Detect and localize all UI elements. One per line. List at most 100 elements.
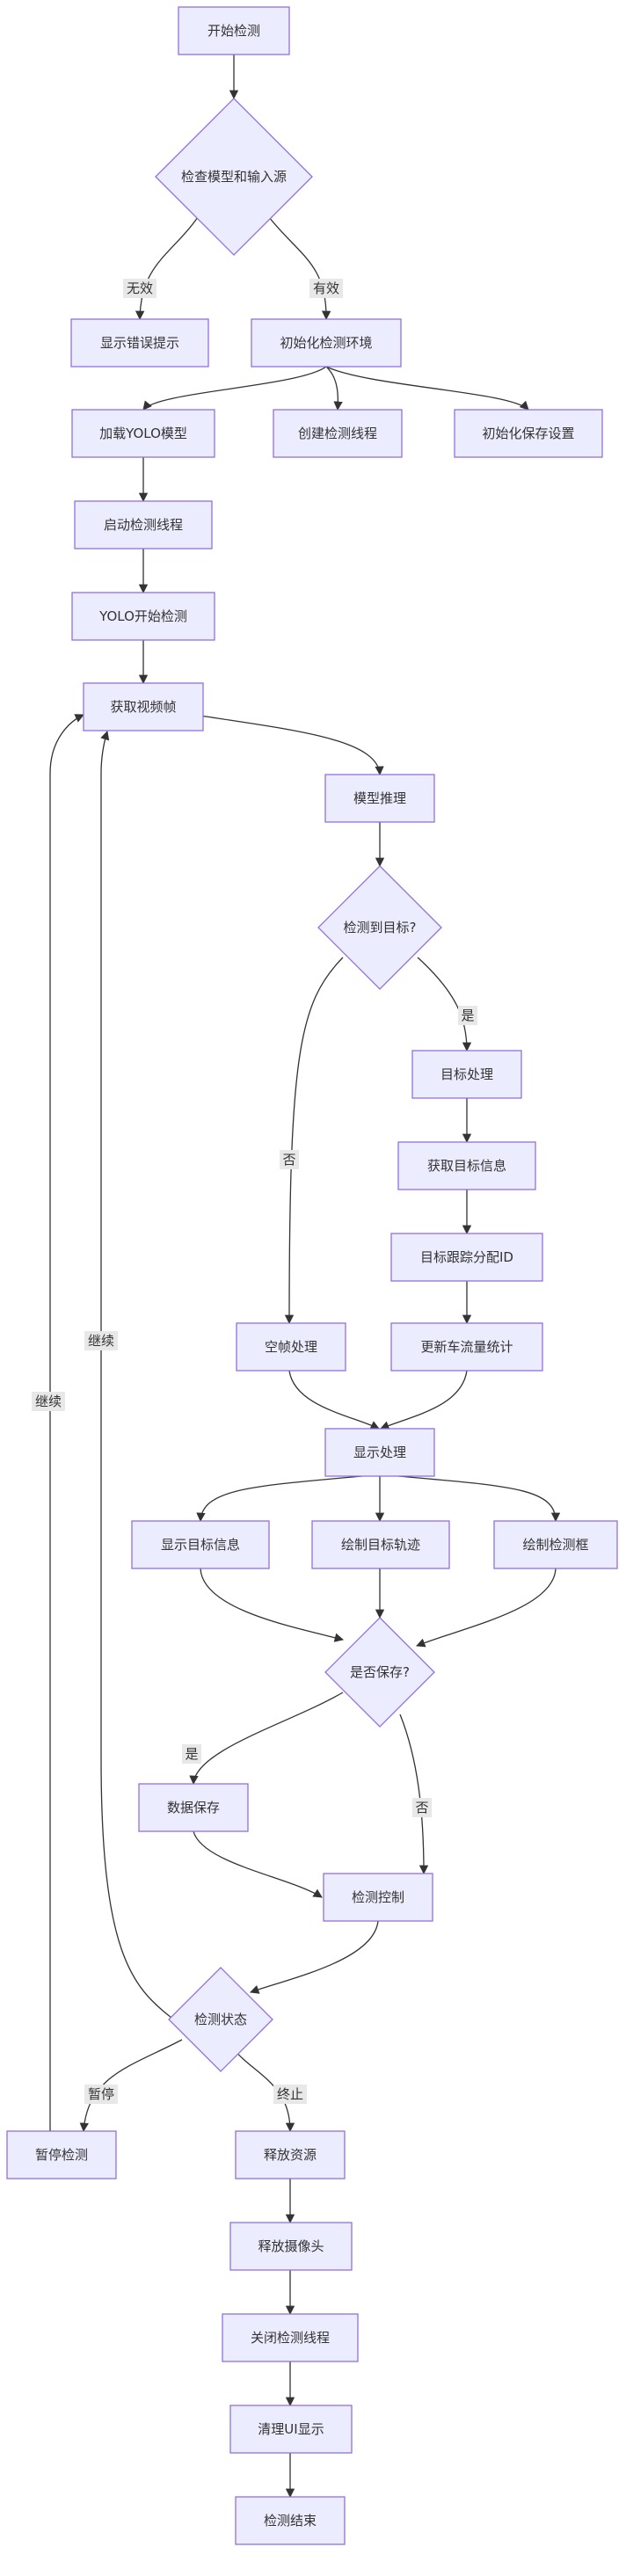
node-label-init-save: 初始化保存设置 (482, 426, 574, 441)
node-label-draw-trajectory: 绘制目标轨迹 (341, 1537, 420, 1553)
edge-label-bg-terminate (273, 2085, 307, 2104)
edge-label-pause: 暂停 (88, 2086, 114, 2102)
node-label-release: 释放资源 (264, 2147, 317, 2163)
node-label-load-yolo: 加载YOLO模型 (99, 426, 187, 441)
node-pause (6, 2130, 117, 2179)
node-label-save-q: 是否保存? (350, 1664, 410, 1680)
edge-label-bg-pause (84, 2085, 118, 2104)
node-load-yolo (71, 409, 215, 458)
edge-init-save (325, 366, 529, 411)
node-end (235, 2496, 346, 2545)
node-draw-box (493, 1520, 618, 1569)
edge-label-bg-save-yes (182, 1744, 201, 1764)
node-label-update-stats: 更新车流量统计 (420, 1339, 513, 1355)
edge-state-frame-continue (100, 731, 172, 2019)
edge-label-continue-a: 继续 (88, 1333, 114, 1349)
edge-label-invalid: 无效 (127, 280, 153, 296)
node-label-detected: 检测到目标? (344, 920, 417, 935)
node-label-pause: 暂停检测 (35, 2147, 88, 2163)
node-label-draw-box: 绘制检测框 (522, 1537, 588, 1553)
edge-init-create (325, 366, 343, 411)
node-update-stats (390, 1322, 543, 1372)
node-label-infer: 模型推理 (353, 790, 406, 806)
edge-pause-frame-continue (49, 714, 84, 2131)
edge-label-bg-yes (458, 1006, 477, 1025)
node-label-get-target-info: 获取目标信息 (427, 1158, 506, 1174)
edge-update-display (380, 1370, 468, 1430)
node-create-thread (273, 409, 403, 458)
node-detected (317, 865, 442, 990)
edge-check-error (135, 216, 199, 321)
edge-label-save-yes: 是 (185, 1746, 198, 1762)
node-label-yolo-start: YOLO开始检测 (98, 608, 187, 624)
edge-state-release (232, 2048, 295, 2133)
node-check-model (155, 98, 313, 256)
node-label-check-model: 检查模型和输入源 (181, 169, 287, 185)
edge-data-ctrl (193, 1830, 323, 1898)
node-label-create-thread: 创建检测线程 (298, 426, 377, 441)
node-draw-trajectory (311, 1520, 450, 1569)
edge-label-bg-continue-b (32, 1392, 65, 1411)
edge-label-valid: 有效 (313, 280, 339, 296)
edge-showinfo-save (200, 1568, 345, 1642)
node-assign-id (390, 1233, 543, 1282)
node-label-show-error: 显示错误提示 (100, 335, 179, 351)
node-label-data-save: 数据保存 (167, 1800, 220, 1816)
node-display-proc (324, 1428, 435, 1477)
edge-label-bg-invalid (123, 279, 156, 298)
edge-empty-display (288, 1370, 380, 1430)
edge-detected-target (417, 957, 472, 1052)
node-label-display-proc: 显示处理 (353, 1444, 406, 1460)
edge-detected-empty (284, 957, 344, 1325)
node-label-assign-id: 目标跟踪分配ID (420, 1249, 513, 1265)
node-init-save (454, 409, 603, 458)
node-start-thread (74, 500, 213, 549)
edge-ctrl-state (250, 1920, 379, 1994)
edge-box-save (416, 1568, 557, 1648)
edge-label-bg-save-no (412, 1798, 432, 1817)
node-clear-ui (229, 2405, 353, 2454)
node-release (235, 2130, 346, 2179)
node-label-end: 检测结束 (264, 2513, 317, 2529)
edge-label-bg-no (280, 1150, 299, 1169)
node-data-save (138, 1783, 249, 1832)
node-target-proc (411, 1050, 522, 1099)
edge-label-bg-continue-a (84, 1331, 118, 1350)
edge-label-terminate: 终止 (277, 2086, 303, 2102)
node-label-start: 开始检测 (207, 23, 260, 39)
node-label-start-thread: 启动检测线程 (104, 517, 183, 533)
edge-frame-infer (200, 715, 384, 776)
node-get-frame (83, 682, 204, 731)
edge-init-load (142, 366, 327, 411)
node-label-release-cam: 释放摄像头 (258, 2238, 324, 2254)
node-label-get-frame: 获取视频帧 (110, 699, 176, 715)
node-label-detect-ctrl: 检测控制 (352, 1889, 404, 1905)
edge-label-no: 否 (282, 1152, 295, 1168)
node-close-thread (222, 2313, 359, 2362)
edge-save-data (189, 1692, 344, 1786)
edge-save-ctrl (399, 1714, 429, 1875)
node-label-target-proc: 目标处理 (440, 1066, 493, 1082)
node-empty-frame (236, 1322, 346, 1372)
node-detect-state (168, 1967, 273, 2072)
edge-state-pause (79, 2039, 183, 2133)
node-label-clear-ui: 清理UI显示 (258, 2421, 324, 2437)
node-release-cam (229, 2222, 353, 2271)
edge-display-showinfo (196, 1474, 381, 1523)
node-label-detect-state: 检测状态 (194, 2012, 247, 2027)
node-show-target-info (131, 1520, 270, 1569)
node-init-env (251, 318, 402, 367)
edge-label-yes: 是 (461, 1008, 474, 1023)
node-get-target-info (397, 1141, 536, 1190)
edge-check-init (268, 216, 331, 321)
node-infer (324, 774, 435, 823)
node-start (178, 6, 290, 55)
node-save-q (324, 1617, 435, 1728)
edge-display-box (379, 1474, 561, 1523)
node-label-init-env: 初始化检测环境 (280, 335, 372, 351)
node-label-show-target-info: 显示目标信息 (161, 1537, 240, 1553)
node-show-error (70, 318, 209, 367)
edge-label-save-no: 否 (415, 1800, 428, 1816)
node-label-empty-frame: 空帧处理 (265, 1339, 317, 1355)
